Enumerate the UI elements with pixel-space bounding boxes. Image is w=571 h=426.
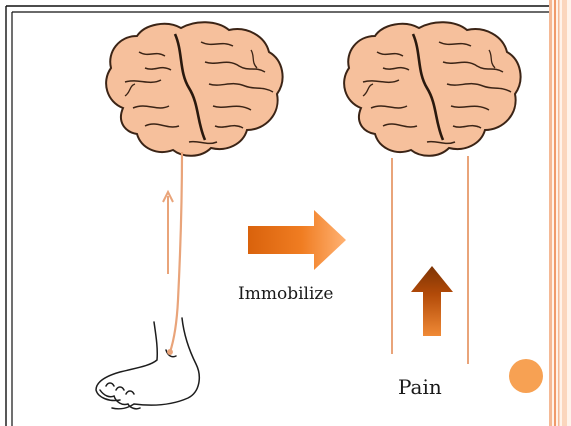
- pain-label: Pain: [398, 375, 442, 399]
- left-nerve-pathway: [163, 152, 182, 352]
- immobilize-label: Immobilize: [238, 284, 333, 304]
- right-brain-icon: [344, 22, 520, 156]
- right-border-stripes: [549, 0, 571, 426]
- foot-icon: [96, 318, 199, 409]
- accent-circle: [509, 359, 543, 393]
- immobilize-arrow-icon: [248, 210, 346, 270]
- left-brain-icon: [106, 22, 282, 156]
- pain-up-arrow-icon: [411, 266, 453, 336]
